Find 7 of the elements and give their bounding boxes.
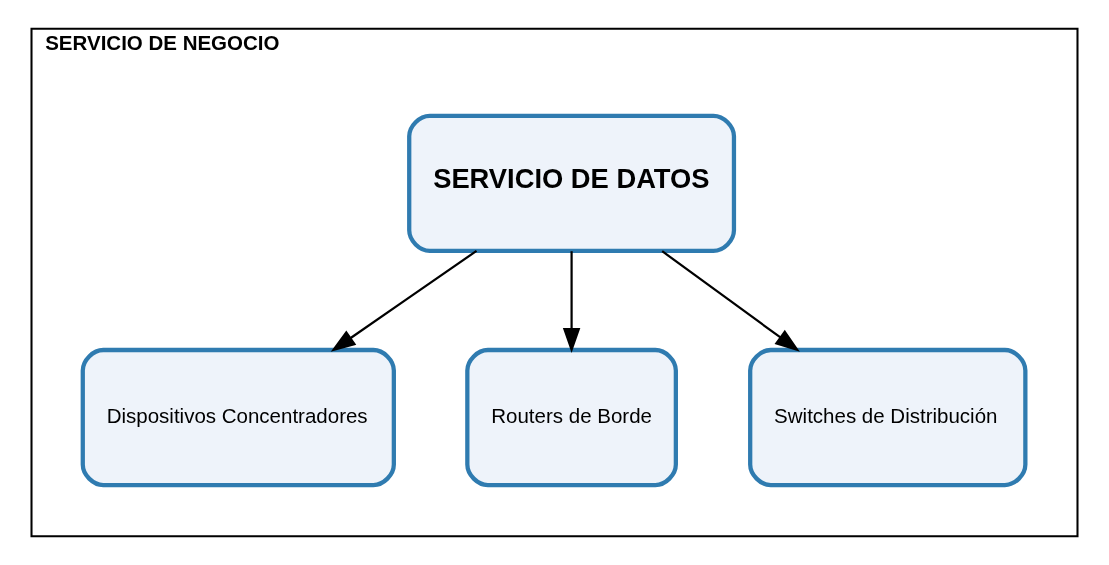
- arrow: [562, 251, 581, 354]
- node-box: Switches de Distribución: [748, 347, 1028, 488]
- node-box: Routers de Borde: [465, 347, 678, 488]
- node-box: SERVICIO DE DATOS: [407, 113, 737, 253]
- node-box: Dispositivos Concentradores: [80, 347, 396, 488]
- arrow: [330, 249, 478, 352]
- arrow: [661, 250, 800, 352]
